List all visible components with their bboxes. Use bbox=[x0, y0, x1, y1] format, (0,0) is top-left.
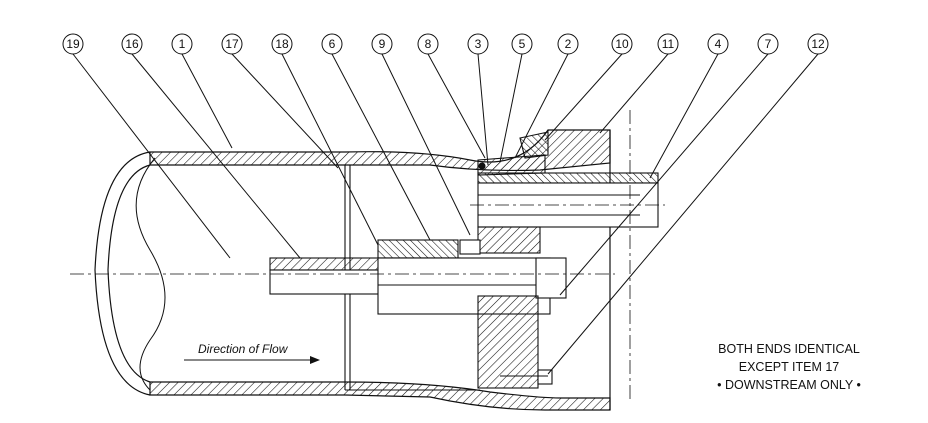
assembly-note: BOTH ENDS IDENTICAL EXCEPT ITEM 17 • DOW… bbox=[684, 340, 894, 394]
callout-18: 18 bbox=[275, 37, 289, 51]
callout-16: 16 bbox=[125, 37, 139, 51]
callout-12: 12 bbox=[811, 37, 825, 51]
callout-balloons bbox=[62, 33, 829, 55]
leader-lines bbox=[72, 53, 819, 375]
callout-8: 8 bbox=[425, 37, 432, 51]
callout-7: 7 bbox=[765, 37, 772, 51]
callout-19: 19 bbox=[66, 37, 80, 51]
callout-9: 9 bbox=[379, 37, 386, 51]
callout-4: 4 bbox=[715, 37, 722, 51]
middle-block bbox=[377, 226, 541, 259]
flow-arrow-icon bbox=[310, 356, 320, 364]
lower-block bbox=[477, 295, 553, 389]
top-fitting bbox=[477, 131, 659, 228]
pipe-wall bbox=[94, 129, 611, 411]
callout-2: 2 bbox=[565, 37, 572, 51]
callout-17: 17 bbox=[225, 37, 239, 51]
callout-5: 5 bbox=[519, 37, 526, 51]
note-line-1: BOTH ENDS IDENTICAL bbox=[718, 342, 860, 356]
flow-label: Direction of Flow bbox=[198, 342, 289, 356]
note-line-3: • DOWNSTREAM ONLY • bbox=[717, 378, 861, 392]
callout-labels: 19 16 1 17 18 6 9 8 3 5 2 10 11 4 7 12 bbox=[66, 37, 825, 51]
flow-indicator: Direction of Flow bbox=[184, 342, 320, 364]
callout-10: 10 bbox=[615, 37, 629, 51]
centerlines bbox=[70, 110, 665, 400]
callout-6: 6 bbox=[329, 37, 336, 51]
callout-3: 3 bbox=[475, 37, 482, 51]
callout-1: 1 bbox=[179, 37, 186, 51]
callout-11: 11 bbox=[662, 37, 675, 51]
note-line-2: EXCEPT ITEM 17 bbox=[738, 360, 840, 374]
